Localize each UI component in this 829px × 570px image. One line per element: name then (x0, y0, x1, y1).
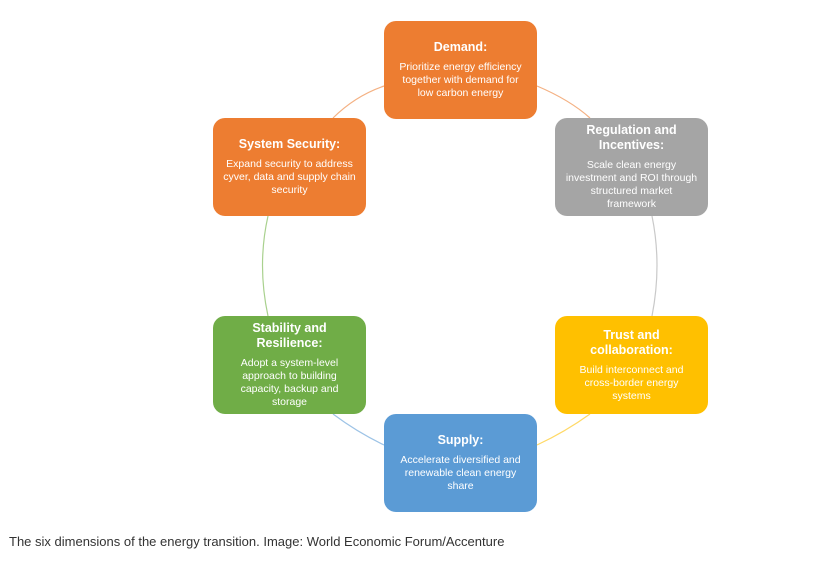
connector-trust-supply (536, 413, 591, 446)
node-title: System Security: (238, 137, 341, 151)
connector-supply-stability (332, 413, 385, 446)
node-title: Stability and Resilience: (252, 321, 327, 350)
node-description: Adopt a system-level approach to buildin… (240, 357, 339, 408)
node-description: Accelerate diversified and renewable cle… (400, 454, 521, 492)
node-description: Expand security to address cyver, data a… (223, 158, 356, 196)
stability-node: Stability and Resilience: Adopt a system… (213, 316, 366, 414)
node-description: Build interconnect and cross-border ener… (579, 363, 684, 402)
supply-node: Supply: Accelerate diversified and renew… (384, 414, 537, 512)
node-description: Prioritize energy efficiency together wi… (399, 61, 522, 99)
node-title: Regulation and Incentives: (586, 123, 677, 152)
regulation-node: Regulation and Incentives: Scale clean e… (555, 118, 708, 216)
node-description: Scale clean energy investment and ROI th… (565, 159, 698, 210)
connector-security-demand (332, 85, 385, 119)
connector-stability-security (261, 215, 269, 317)
trust-node: Trust and collaboration: Build interconn… (555, 316, 708, 414)
connector-demand-regulation (536, 85, 591, 119)
node-title: Supply: (437, 433, 484, 447)
image-caption: The six dimensions of the energy transit… (9, 534, 505, 549)
node-title: Demand: (433, 40, 488, 54)
connector-regulation-trust (651, 215, 658, 317)
demand-node: Demand: Prioritize energy efficiency tog… (384, 21, 537, 119)
node-title: Trust and collaboration: (590, 327, 673, 357)
security-node: System Security: Expand security to addr… (213, 118, 366, 216)
